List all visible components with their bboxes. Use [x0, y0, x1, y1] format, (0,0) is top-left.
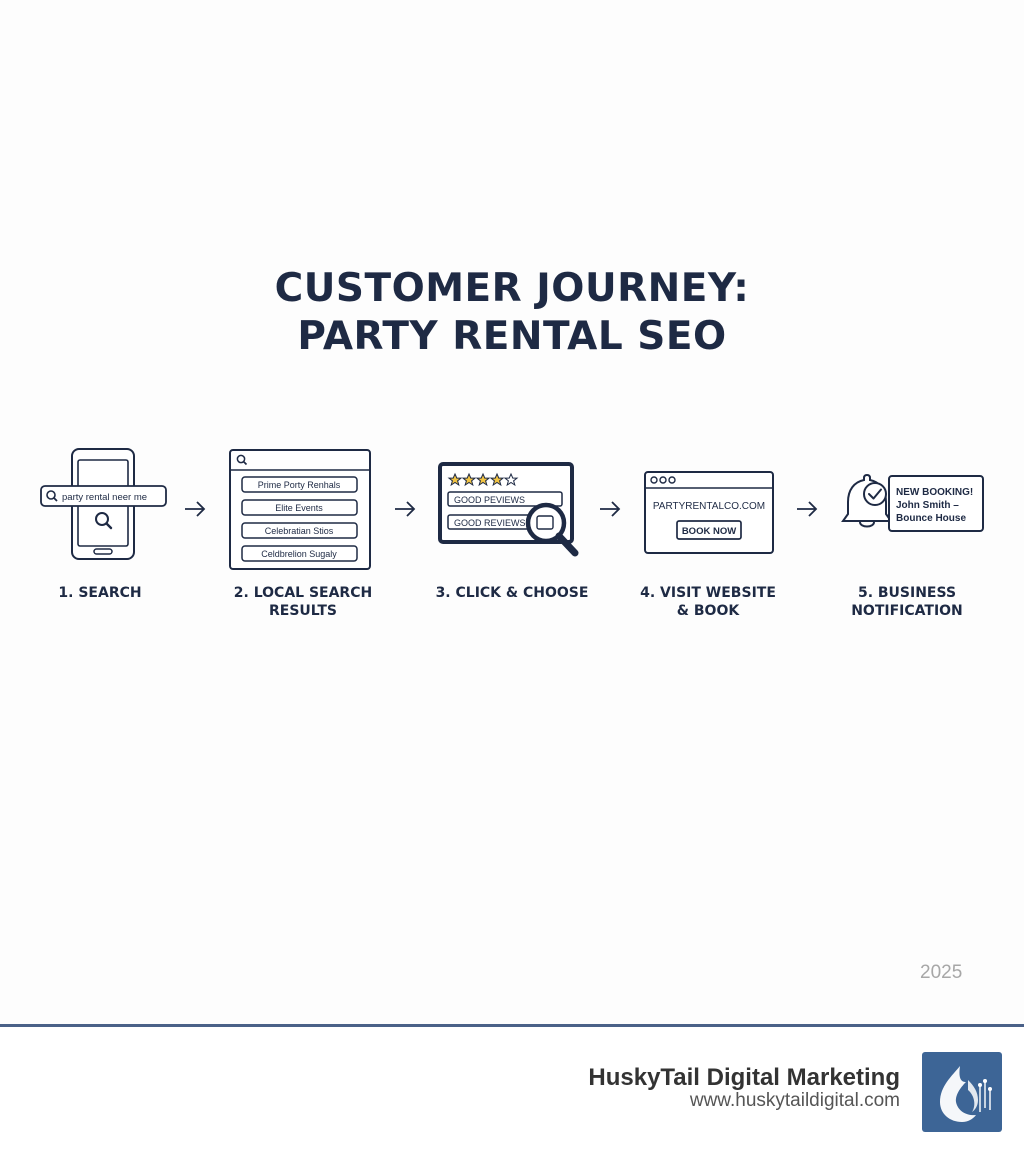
year-label: 2025: [920, 962, 963, 983]
step-label-line: 2. LOCAL SEARCH: [233, 585, 373, 601]
search-query-text: party rental neer me: [62, 492, 147, 503]
diagram-canvas: CUSTOMER JOURNEY: PARTY RENTAL SEO party…: [24, 266, 984, 983]
star-icon: [461, 472, 477, 487]
notice-line: Bounce House: [896, 513, 966, 524]
arrow-right-icon: [395, 501, 416, 517]
step-label-line: 3. CLICK & CHOOSE: [435, 585, 589, 601]
arrow-right-icon: [185, 501, 206, 517]
review-line: GOOD REVIEWS: [454, 518, 526, 528]
arrow-right-icon: [600, 501, 621, 517]
step-label-notification: 5. BUSINESS NOTIFICATION: [830, 584, 984, 620]
review-line: GOOD PEVIEWS: [454, 495, 525, 505]
step-label-line: RESULTS: [268, 603, 338, 619]
title-line-1: CUSTOMER JOURNEY:: [274, 266, 750, 311]
step-label-local-results: 2. LOCAL SEARCH RESULTS: [222, 584, 384, 620]
title-line-2: PARTY RENTAL SEO: [297, 314, 727, 359]
step-label-visit-book: 4. VISIT WEBSITE & BOOK: [628, 584, 788, 620]
step-label-line: 1. SEARCH: [58, 585, 142, 601]
step-label-line: 5. BUSINESS: [857, 585, 957, 601]
star-icon: [489, 472, 505, 487]
step-label-line: NOTIFICATION: [851, 603, 963, 619]
website-domain: PARTYRENTALCO.COM: [653, 501, 765, 512]
huskytail-logo-icon: [922, 1052, 1002, 1132]
star-rating: [447, 472, 519, 487]
step-label-line: & BOOK: [676, 603, 740, 619]
brand-name: HuskyTail Digital Marketing: [588, 1064, 900, 1091]
website-window-icon: PARTYRENTALCO.COM BOOK NOW: [644, 471, 774, 554]
notice-line: John Smith –: [896, 500, 959, 511]
result-item: Elite Events: [275, 503, 323, 513]
result-item: Prime Porty Renhals: [258, 480, 341, 490]
browser-results-icon: Prime Porty Renhals Elite Events Celebra…: [229, 449, 371, 570]
bell-check-icon: NEW BOOKING! John Smith – Bounce House: [841, 473, 984, 532]
brand-url[interactable]: www.huskytaildigital.com: [689, 1090, 900, 1111]
step-label-search: 1. SEARCH: [24, 584, 176, 602]
book-now-button: BOOK NOW: [682, 526, 736, 537]
arrow-right-icon: [797, 501, 818, 517]
step-label-click-choose: 3. CLICK & CHOOSE: [422, 584, 602, 602]
result-item: Celebratian Stios: [265, 526, 334, 536]
notice-line: NEW BOOKING!: [896, 487, 973, 498]
star-icon: [447, 472, 463, 487]
star-icon: [475, 472, 491, 487]
magnifier-reviews-icon: GOOD PEVIEWS GOOD REVIEWS: [438, 462, 579, 557]
star-empty-icon: [503, 472, 519, 487]
result-item: Celdbrelion Sugaly: [261, 549, 337, 559]
footer-divider: [0, 1024, 1024, 1027]
smartphone-search-icon: party rental neer me: [40, 448, 167, 560]
step-label-line: 4. VISIT WEBSITE: [640, 585, 776, 601]
